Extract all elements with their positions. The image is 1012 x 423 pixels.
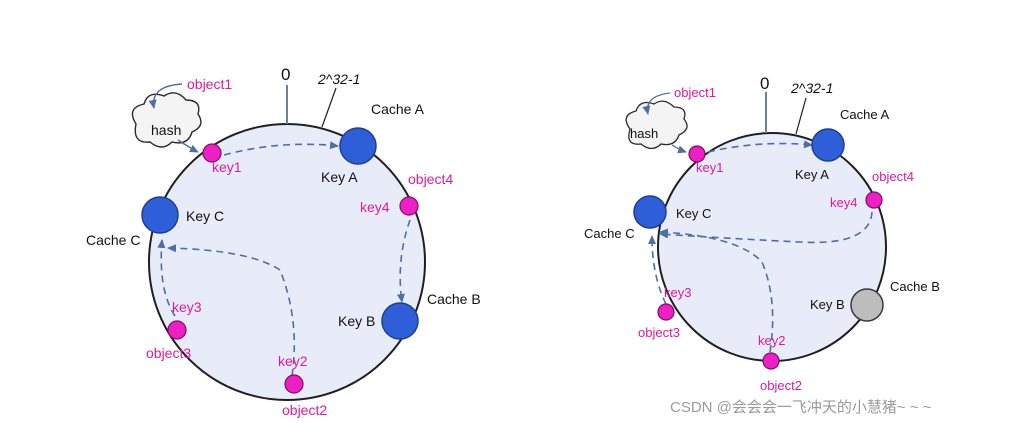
left-object3-label: object3 <box>146 345 191 361</box>
right-max-pointer <box>795 97 807 135</box>
right-key-c-label: Key C <box>676 206 711 221</box>
right-key2-label: key2 <box>758 333 785 348</box>
left-key3-dot <box>167 320 187 340</box>
left-key1-label: key1 <box>212 159 242 175</box>
csdn-watermark: CSDN @会会会一飞冲天的小慧猪~ ~ ~ <box>670 399 932 416</box>
right-object4-label: object4 <box>872 169 914 184</box>
right-zero-label: 0 <box>760 74 769 93</box>
left-max-pointer <box>321 87 337 128</box>
left-object4-label: object4 <box>408 171 453 187</box>
left-cache-node-b <box>381 302 419 340</box>
right-key1-label: key1 <box>696 160 723 175</box>
right-key1-dot <box>688 145 706 163</box>
right-key2-to-keyc-flow <box>659 228 774 353</box>
left-key3-to-keyc-flow <box>157 239 176 317</box>
right-key1-to-keya-flow <box>707 140 813 153</box>
right-cache-node-c <box>633 195 667 229</box>
right-cache-node-b-removed <box>850 288 884 322</box>
right-max-label: 2^32-1 <box>790 80 833 96</box>
right-hash-label: hash <box>630 126 658 141</box>
right-key4-to-keyc-flow <box>659 211 873 244</box>
left-key2-dot <box>284 374 304 394</box>
right-key-b-label: Key B <box>810 297 845 312</box>
right-cache-b-label: Cache B <box>890 279 940 294</box>
left-object1-arrow <box>148 83 183 109</box>
left-cache-a-label: Cache A <box>371 101 425 117</box>
left-cache-node-c <box>141 196 179 234</box>
left-key-c-label: Key C <box>186 208 224 224</box>
left-diagram: 0 2^32-1 hash object1 Cache A Key A Key … <box>86 65 481 418</box>
left-max-label: 2^32-1 <box>317 71 360 87</box>
left-zero-label: 0 <box>281 65 290 84</box>
right-key-a-label: Key A <box>795 167 829 182</box>
left-key1-to-keya-flow <box>223 141 339 156</box>
right-hash-to-key1-arrow <box>671 144 687 154</box>
right-key4-dot <box>865 191 883 209</box>
right-hash-cloud: hash <box>625 100 688 150</box>
right-object2-label: object2 <box>760 378 802 393</box>
right-cache-c-label: Cache C <box>584 226 635 241</box>
right-key3-to-keyc-flow <box>648 235 667 305</box>
right-key3-dot <box>657 303 675 321</box>
right-diagram: 0 2^32-1 hash object1 Cache A Key A Key … <box>584 74 940 393</box>
left-key1-dot <box>202 143 222 163</box>
right-object1-arrow <box>642 92 671 115</box>
left-hash-to-key1-arrow <box>177 139 199 153</box>
right-key4-label: key4 <box>830 195 857 210</box>
right-cache-a-label: Cache A <box>840 107 889 122</box>
left-key4-label: key4 <box>360 199 390 215</box>
left-object2-label: object2 <box>282 402 327 418</box>
right-object3-label: object3 <box>638 325 680 340</box>
right-object1-label: object1 <box>674 85 716 100</box>
left-key2-label: key2 <box>278 353 308 369</box>
left-key4-dot <box>399 196 419 216</box>
left-key4-to-keyb-flow <box>396 219 411 303</box>
left-hash-label: hash <box>151 122 181 138</box>
left-object1-label: object1 <box>187 76 232 92</box>
left-cache-node-a <box>339 127 377 165</box>
left-cache-b-label: Cache B <box>427 291 481 307</box>
right-cache-node-a <box>811 128 845 162</box>
right-key2-dot <box>762 352 780 370</box>
left-cache-c-label: Cache C <box>86 232 140 248</box>
right-key3-label: key3 <box>664 285 691 300</box>
left-key-a-label: Key A <box>321 169 358 185</box>
left-key-b-label: Key B <box>338 313 375 329</box>
left-key3-label: key3 <box>172 299 202 315</box>
left-hash-cloud: hash <box>131 92 202 148</box>
